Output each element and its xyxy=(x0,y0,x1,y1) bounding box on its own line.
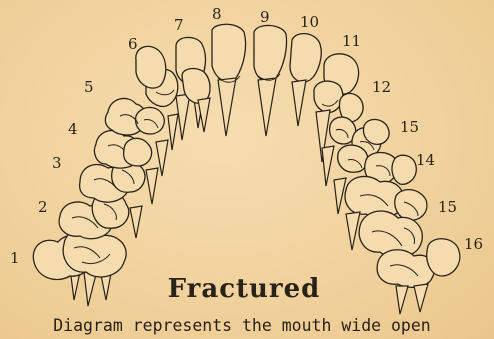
tooth-number-6: 6 xyxy=(128,35,138,53)
tooth-number-3: 3 xyxy=(52,154,62,172)
tooth-number-2: 2 xyxy=(38,198,48,216)
tooth-number-9: 9 xyxy=(260,8,270,26)
diagram-title: Fractured xyxy=(168,274,321,304)
right-tooth-arch xyxy=(254,25,460,314)
tooth-number-14: 14 xyxy=(416,151,435,169)
tooth-number-10: 10 xyxy=(300,13,319,31)
tooth-number-11: 11 xyxy=(342,32,361,50)
tooth-number-4: 4 xyxy=(68,120,78,138)
tooth-number-7: 7 xyxy=(174,16,184,34)
tooth-number-8: 8 xyxy=(212,5,222,23)
tooth-number-15: 15 xyxy=(438,198,457,216)
tooth-number-13: 15 xyxy=(400,118,419,136)
tooth-number-12: 12 xyxy=(372,78,391,96)
diagram-caption: Diagram represents the mouth wide open xyxy=(53,316,431,335)
left-tooth-arch xyxy=(33,24,245,306)
tooth-number-1: 1 xyxy=(10,249,20,267)
tooth-number-5: 5 xyxy=(84,78,94,96)
tooth-number-16: 16 xyxy=(464,235,483,253)
